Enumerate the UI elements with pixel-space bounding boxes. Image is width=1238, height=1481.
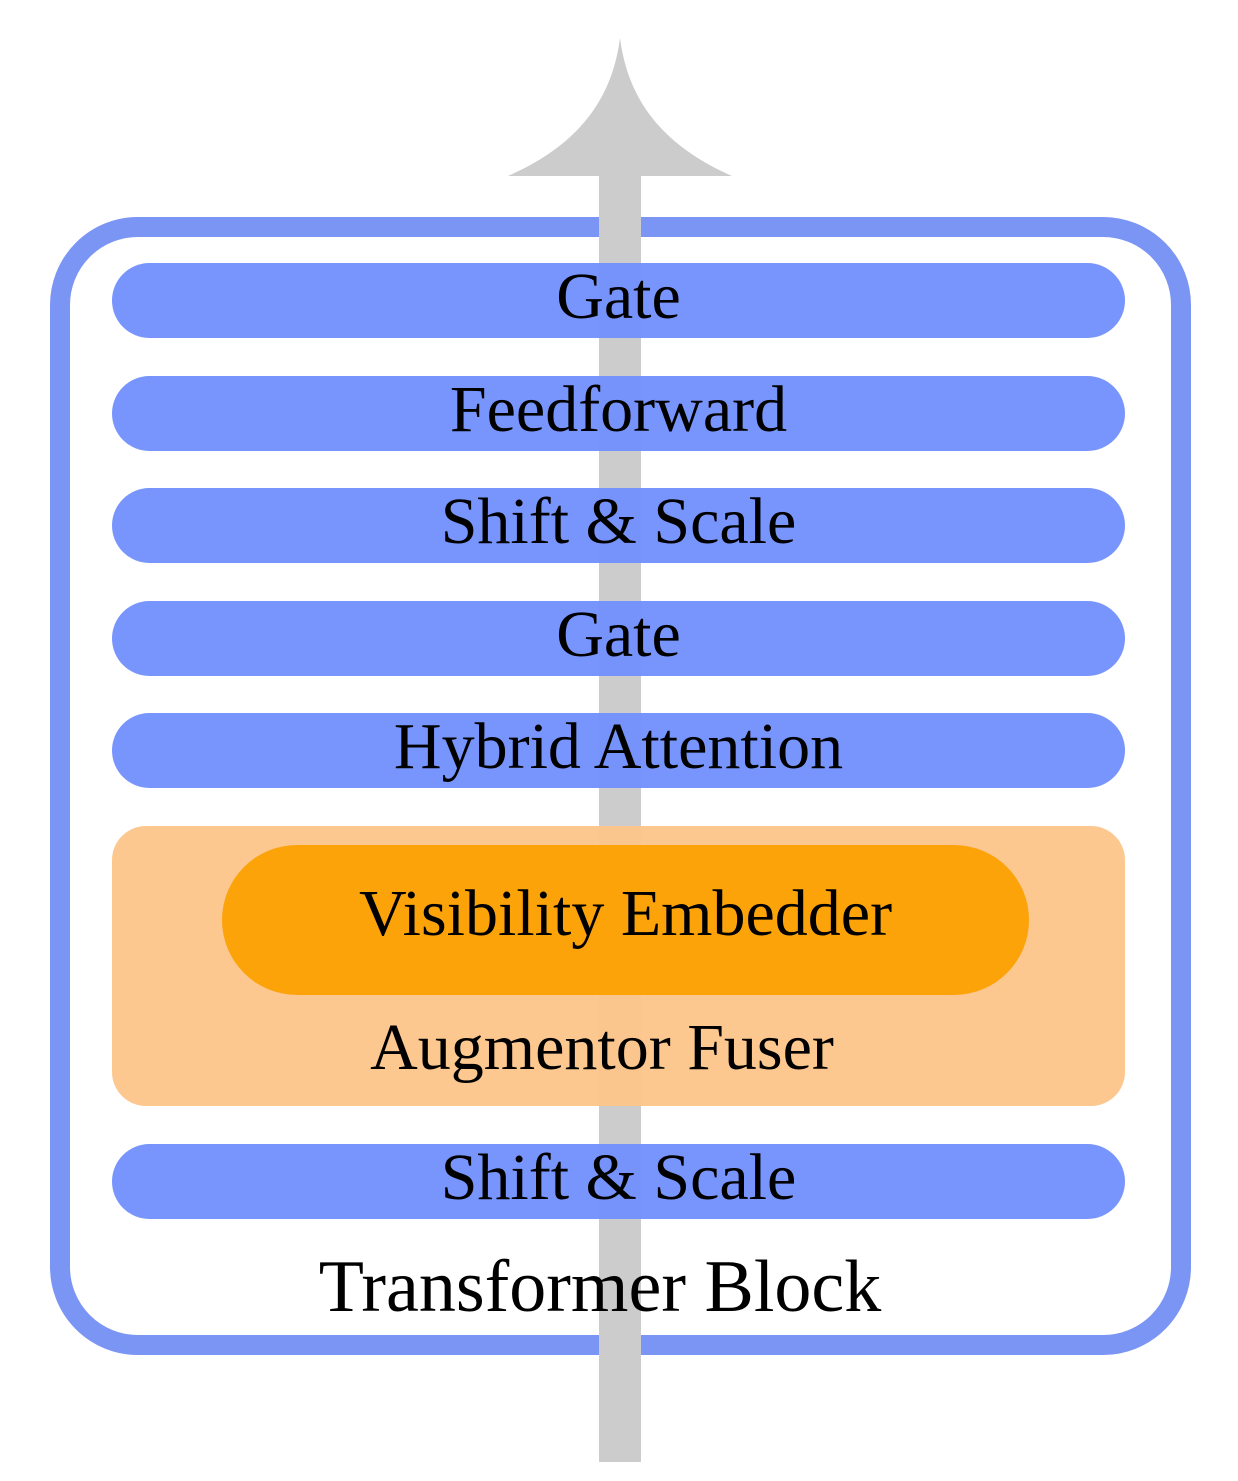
visibility-embedder-label: Visibility Embedder: [358, 877, 893, 950]
augmentor-fuser-label: Augmentor Fuser: [370, 1011, 834, 1084]
feedforward-layer-label: Feedforward: [449, 372, 788, 446]
shift-scale-layer-bottom: Shift & Scale: [112, 1144, 1125, 1219]
arrow-shaft: [599, 120, 641, 1462]
transformer-block-label: Transformer Block: [318, 1246, 882, 1328]
gate-layer-top-label: Gate: [556, 259, 681, 333]
arrow-head: [508, 38, 732, 176]
hybrid-attention-layer-label: Hybrid Attention: [393, 709, 844, 783]
gate-layer-lower-label: Gate: [556, 597, 681, 671]
shift-scale-layer-top: Shift & Scale: [112, 488, 1125, 563]
gate-layer-lower: Gate: [112, 601, 1125, 676]
hybrid-attention-layer: Hybrid Attention: [112, 713, 1125, 788]
gate-layer-top: Gate: [112, 263, 1125, 338]
shift-scale-layer-top-label: Shift & Scale: [440, 484, 797, 558]
visibility-embedder-box: Visibility Embedder: [222, 845, 1029, 995]
feedforward-layer: Feedforward: [112, 376, 1125, 451]
transformer-block-frame: [50, 217, 1191, 1355]
shift-scale-layer-bottom-label: Shift & Scale: [440, 1140, 797, 1214]
